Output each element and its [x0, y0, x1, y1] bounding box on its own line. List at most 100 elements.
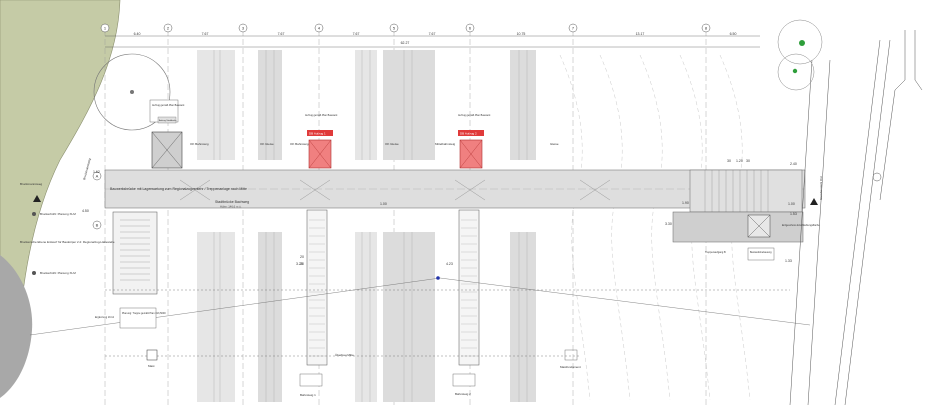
ok-label-e: Mittelbahnsteig [435, 142, 456, 146]
axis-label-5: 5 [393, 26, 396, 31]
dim-right-h: 1.00 [788, 202, 795, 206]
left-road-label: Bruckmannsweg [20, 182, 43, 186]
dim-right-e: 1.90 [682, 201, 689, 205]
dim-right-f: 1.53 [790, 212, 797, 216]
dim-right-c: 30 [746, 159, 750, 163]
ok-label-c: OK Bahnsteig [290, 142, 309, 146]
dim-4: 7.67 [353, 32, 360, 36]
axis-label-6: 6 [469, 26, 472, 31]
elevator-right-tag-text: DB Aufzug 2 [460, 132, 477, 136]
circle-outline [93, 53, 171, 131]
right-note: Erdgeschoss Erschließungsfläche [782, 224, 820, 227]
left-circle-marker-2 [32, 271, 36, 275]
axis-row-b-left: B [96, 223, 99, 228]
dim-right-d: 2.40 [790, 162, 797, 166]
right-stair-treads [704, 170, 769, 212]
axis-label-8: 8 [705, 26, 708, 31]
survey-marker [436, 276, 440, 280]
top-dimension-line [105, 35, 760, 48]
left-plan-box-text: Planung: Treppe gemäß Plan 313,5000 [122, 312, 166, 315]
elevator-right-stamp: Aufzug gemäß Plan Bauwerk [458, 114, 491, 117]
trees [777, 19, 823, 91]
ok-label-d: OK Gleise [385, 142, 399, 146]
dim-low-a: 20 [300, 255, 304, 259]
ok-labels: OK Bahnsteig OK Gleise OK Bahnsteig OK G… [190, 142, 559, 146]
dim-mid-b: 1.00 [380, 202, 387, 206]
escalator-right [458, 209, 480, 366]
left-stair-block [112, 211, 158, 295]
bottom-box-left [299, 373, 323, 387]
axis-label-1: 1 [104, 26, 107, 31]
dim-low-c: 3.20 [296, 262, 303, 266]
left-note: Bruckersche Ebene Entwurf für Baukörper … [20, 240, 115, 244]
dim-right-a: 30 [727, 159, 731, 163]
diagonal-lines [29, 277, 811, 357]
right-triangle-marker [810, 198, 818, 205]
escalator-right-treads [461, 219, 477, 357]
upper-lift-stamp-text: Aufzug gemäß Plan Bauwerk [152, 104, 185, 107]
dim-2: 7.67 [202, 32, 209, 36]
ok-label-b: OK Gleise [260, 142, 274, 146]
left-triangle-marker [33, 195, 41, 202]
escalator-left [306, 209, 328, 366]
left-plan-label-1: Bruckerbühl: Planung XLM [40, 212, 76, 216]
mast-square [146, 349, 158, 361]
dim-6: 10.75 [517, 32, 526, 36]
dim-right-g: 1.33 [785, 259, 792, 263]
right-lower-block [672, 211, 804, 243]
right-box-1 [747, 247, 775, 261]
bottom-labels: Bahnsteig 1 Bahnsteig 2 Überbau Mitte Ma… [300, 353, 581, 397]
axis-label-3: 3 [242, 26, 245, 31]
left-plan-box [119, 307, 157, 329]
bottom-box-right [452, 373, 476, 387]
left-circle-marker-1 [32, 212, 36, 216]
right-box-1-text: Bestandsbebauung [750, 251, 772, 254]
axis-row-a-left: A [96, 174, 99, 179]
bridge-name: Stadtbrücke Bachweg [215, 200, 249, 204]
dim-5: 7.67 [429, 32, 436, 36]
upper-track-bands [197, 50, 536, 160]
bridge-cross-marks [179, 179, 611, 201]
right-road-lines [789, 30, 923, 406]
axis-label-4: 4 [318, 26, 321, 31]
ok-label-a: OK Bahnsteig [190, 142, 209, 146]
dim-3: 7.67 [278, 32, 285, 36]
bridge-sub: Höhe: 146,6 m ü. [220, 205, 242, 209]
bottom-label-a: Bahnsteig 1 [300, 393, 316, 397]
axis-label-7: 7 [572, 26, 575, 31]
bridge-caption: Bauwerksbrücke mit Lagerwartung zum Regi… [110, 187, 247, 191]
left-road-label-2: Bruckmannsweg [82, 157, 92, 180]
circle-center [130, 90, 134, 94]
mast-label: Mast [148, 364, 155, 368]
right-dimension-texts: 30 1.20 30 2.40 1.90 1.53 1.33 1.00 1.62… [82, 159, 797, 266]
axis-label-2: 2 [167, 26, 170, 31]
dim-right-b: 1.20 [736, 159, 743, 163]
dim-7: 13.17 [636, 32, 645, 36]
tree-dot-1 [799, 40, 805, 46]
elevator-left-stamp: Aufzug gemäß Plan Bauwerk [305, 114, 338, 117]
lower-track-bands [197, 232, 536, 402]
dark-gray-area [0, 255, 33, 398]
dim-mid-c: 4.23 [446, 262, 453, 266]
bottom-label-right: Mastfundament [560, 365, 581, 369]
dim-mid-a: 3.30 [665, 222, 672, 226]
right-road-label: Gleisbauwerk Ost [819, 176, 823, 200]
dim-left-b: 4.50 [82, 209, 89, 213]
bottom-label-mid: Überbau Mitte [335, 353, 354, 357]
bottom-label-b: Bahnsteig 2 [455, 392, 471, 396]
ok-label-f: Gleise [550, 142, 559, 146]
dim-overall: 62.27 [401, 41, 410, 45]
elevator-right-tag [458, 130, 484, 136]
elevator-left-tag [307, 130, 333, 136]
left-stair-treads [120, 219, 150, 281]
dim-1: 6.40 [134, 32, 141, 36]
top-dimension-texts: 6.40 7.67 7.67 7.67 7.67 10.75 13.17 6.5… [134, 32, 737, 45]
tree-dot-2 [792, 68, 798, 74]
dim-low-b: 20 [300, 262, 304, 266]
upper-lift-stamp-tag-text: Aufzug Stadtbahn [159, 119, 177, 122]
elevator-left-tag-text: DB Aufzug 1 [309, 132, 326, 136]
left-plan-label-2: Bruckerbühl: Planung XLM [40, 271, 76, 275]
dim-left-a: 1.62 [93, 170, 100, 174]
right-box-2-text: Treppenaufgang B [705, 251, 726, 254]
